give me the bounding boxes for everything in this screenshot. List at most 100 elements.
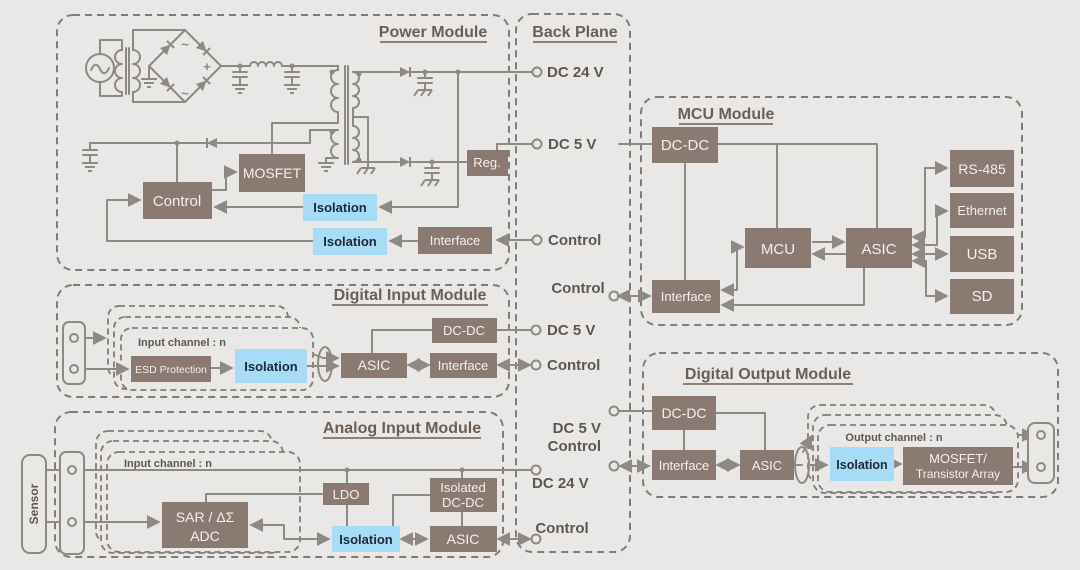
analog-input-module-title: Analog Input Module [323,420,481,437]
digital-output-module-title: Digital Output Module [685,366,851,383]
output-diode-icon [399,156,411,168]
di-interface-label: Interface [438,358,489,373]
do-terminal-block [1027,422,1055,484]
mcu-dcdc-box [652,127,718,163]
di-terminal-pin [69,333,79,343]
do-terminal-pin [1036,462,1046,472]
mcu-interface-box [652,280,720,313]
power-isolation2-box [313,228,387,255]
do-isolation-label: Isolation [836,458,887,472]
ai-sensor-label: Sensor [27,483,41,524]
di-asic-box [341,353,407,378]
power-control-label: Control [153,193,201,210]
port-control-power-label: Control [548,232,601,249]
do-dcdc-label: DC-DC [661,405,706,421]
di-esd-label: ESD Protection [135,364,207,376]
ground-icon [81,162,99,172]
ai-isolated-dcdc-box [430,478,497,512]
port-dc5-do-label: DC 5 V [553,420,601,437]
analog-input-module: Input channel : n Sensor SAR / ΔΣ ADC LD… [21,430,532,555]
ai-ldo-label: LDO [333,487,360,502]
mcu-dcdc-label: DC-DC [661,137,709,154]
di-dcdc-box [432,318,497,343]
digital-input-module-title: Digital Input Module [334,287,487,304]
mcu-asic-label: ASIC [861,241,896,258]
mcu-module: DC-DC MCU ASIC Interface RS-485 Ethernet… [616,127,1014,314]
capacitor-icon [232,65,248,85]
ground-icon [283,84,301,94]
do-dcdc-box [652,396,716,430]
ai-isolation-box [332,526,400,552]
capacitor-icon [284,65,300,85]
do-mosfet-box [903,447,1013,485]
port-dc5-do [608,405,620,417]
power-module-circuit: ~ ~ + [81,29,533,248]
mcu-interface-label: Interface [661,289,712,304]
chassis-ground-icon [413,89,433,97]
mcu-rs485-label: RS-485 [958,161,1006,177]
ai-isolated-dcdc-line2: DC-DC [442,495,484,510]
do-asic-box [740,450,794,480]
port-dc5-power [531,138,543,150]
ac-sine-icon [90,63,110,75]
power-reg-label: Reg. [473,155,500,170]
ai-ldo-box [323,483,369,505]
ground-icon [140,78,158,88]
ai-terminal-block [59,451,85,555]
bridge-ac-bottom-label: ~ [181,86,189,101]
power-interface-label: Interface [430,233,481,248]
port-control-ai-label: Control [535,520,588,537]
ai-terminal-pin [67,465,77,475]
power-module-title: Power Module [379,24,488,41]
power-module-border [56,14,510,271]
do-mosfet-line1: MOSFET/ [929,451,987,466]
power-mosfet-label: MOSFET [243,165,302,181]
do-isolation-box [830,447,894,481]
port-control-mcu [608,290,620,302]
mcu-asic-box [846,228,912,268]
di-interface-box [430,353,497,378]
power-isolation2-label: Isolation [323,234,377,249]
power-reg-box [467,150,508,176]
di-channel-bundle-icon [317,346,333,382]
main-transformer-primary-icon [330,69,339,113]
ai-channel-label: Input channel : n [124,458,212,470]
port-dc24-ai-label: DC 24 V [532,475,589,492]
ai-adc-label-line2: ADC [190,528,220,544]
ground-icon [231,84,249,94]
aux-diode-icon [206,137,218,149]
power-isolation1-label: Isolation [313,200,367,215]
port-dc5-power-label: DC 5 V [548,136,596,153]
ai-asic-label: ASIC [447,531,480,547]
ai-asic-box [430,526,497,552]
capacitor-icon [424,161,440,181]
port-dc5-di [530,324,542,336]
port-control-do-label: Control [548,438,601,455]
main-transformer-secondary2-icon [352,125,360,163]
do-channel-bundle-icon [794,446,810,484]
mcu-ethernet-label: Ethernet [957,203,1007,218]
power-isolation1-box [303,194,377,221]
di-dcdc-label: DC-DC [443,323,485,338]
di-isolation-label: Isolation [244,359,298,374]
mcu-usb-box [950,236,1014,272]
mcu-rs485-box [950,150,1014,187]
main-transformer-secondary1-icon [352,71,360,109]
power-control-box [143,182,212,219]
chassis-ground-icon [420,179,440,187]
port-control-ai [530,533,542,545]
digital-input-module-border [56,284,510,398]
bridge-ac-top-label: ~ [181,37,189,52]
di-terminal-block [62,321,86,385]
port-control-power [531,234,543,246]
digital-input-module: Input channel : n ESD Protection Isolati… [62,305,532,391]
ai-isolated-dcdc-line1: Isolated [440,480,486,495]
di-channel-label: Input channel : n [138,337,226,349]
input-transformer-primary-icon [114,49,123,93]
mcu-module-title: MCU Module [678,106,775,123]
ai-isolation-label: Isolation [339,532,393,547]
filter-inductor-icon [249,61,283,67]
do-asic-label: ASIC [752,458,782,473]
digital-output-module-border [642,352,1059,498]
back-plane-title: Back Plane [532,24,617,41]
